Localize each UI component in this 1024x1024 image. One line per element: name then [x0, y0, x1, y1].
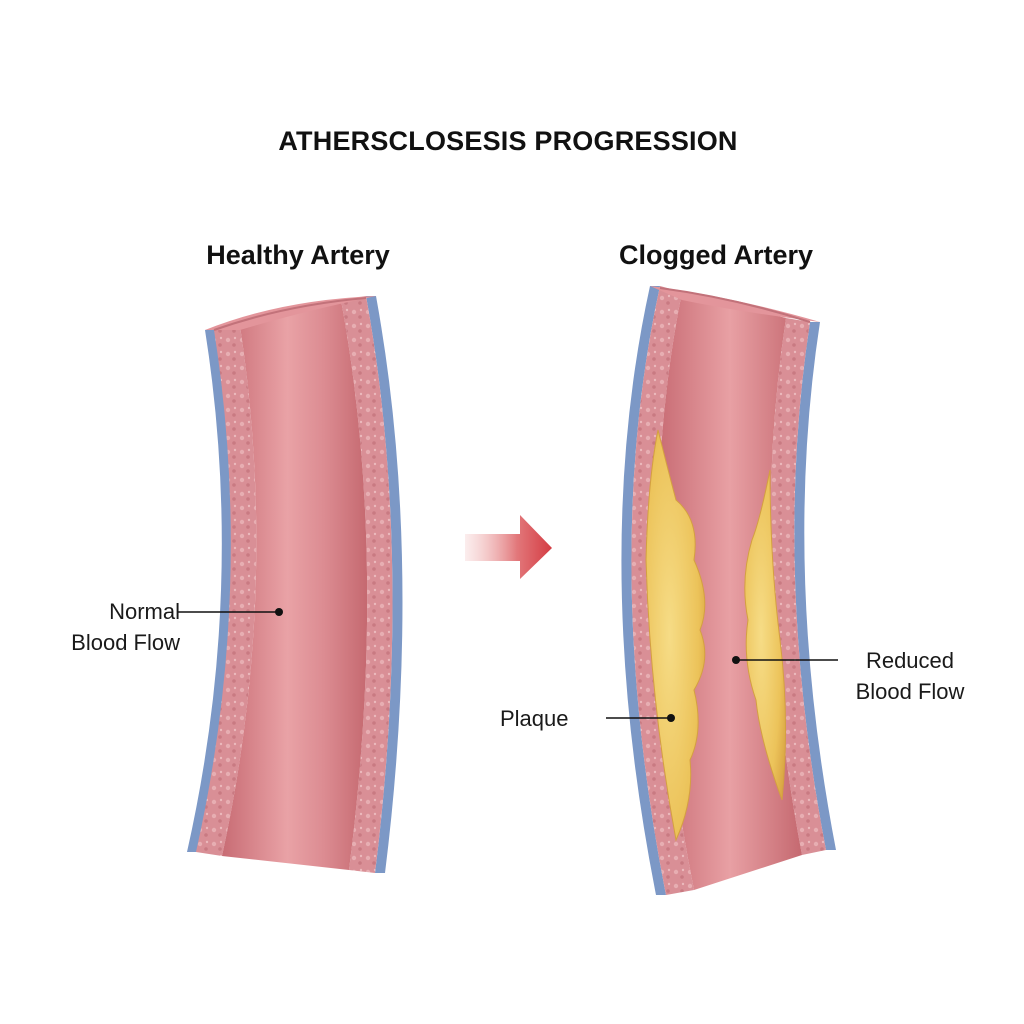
clogged-artery	[621, 286, 836, 895]
healthy-artery	[187, 296, 403, 873]
plaque-label: Plaque	[500, 706, 569, 731]
clogged-outer-wall-right	[794, 322, 836, 850]
healthy-tissue-left	[196, 326, 257, 856]
healthy-outer-wall	[187, 330, 232, 852]
diagram-title: ATHERSCLOSESIS PROGRESSION	[278, 126, 738, 156]
reduced-blood-flow-text: Reduced Blood Flow	[855, 648, 965, 704]
normal-flow-dot	[275, 608, 283, 616]
normal-blood-flow-text: Normal Blood Flow	[71, 599, 180, 655]
clogged-tissue-left	[631, 286, 694, 895]
plaque-left	[645, 429, 706, 842]
clogged-artery-title: Clogged Artery	[618, 240, 814, 270]
plaque-dot	[667, 714, 675, 722]
healthy-lumen	[222, 300, 368, 870]
healthy-outer-wall-right	[366, 296, 403, 873]
plaque-right	[744, 469, 787, 801]
reduced-flow-dot	[732, 656, 740, 664]
clogged-outer-wall-left	[621, 286, 666, 895]
normal-blood-flow-label: Normal Blood Flow	[40, 596, 180, 658]
healthy-tissue-right	[341, 296, 393, 873]
healthy-artery-title: Healthy Artery	[206, 240, 390, 270]
healthy-rim	[213, 297, 367, 331]
progression-arrow	[465, 515, 552, 579]
reduced-blood-flow-label: Reduced Blood Flow	[820, 645, 1000, 707]
clogged-rim	[659, 287, 811, 323]
healthy-opening	[205, 296, 376, 330]
